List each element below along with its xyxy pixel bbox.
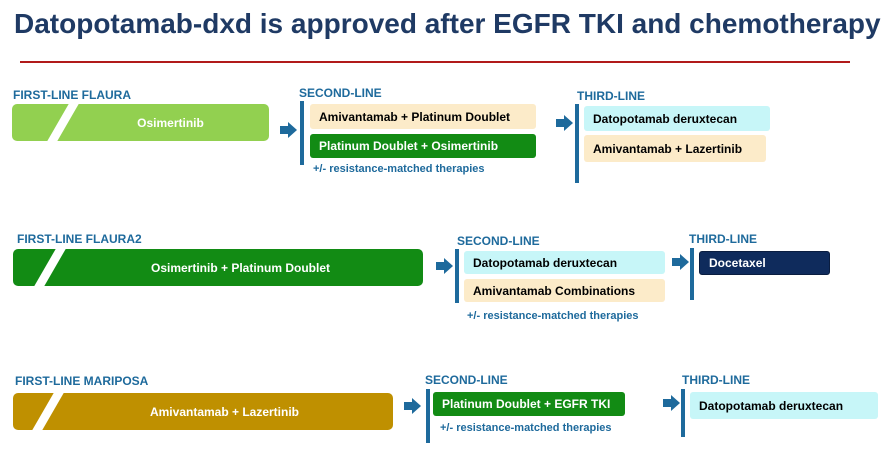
mariposa-second-line-note: +/- resistance-matched therapies	[440, 422, 612, 434]
page-title: Datopotamab-dxd is approved after EGFR T…	[14, 8, 881, 39]
flaura-third-option-2: Amivantamab + Lazertinib	[584, 135, 766, 162]
flaura-third-line-label: THIRD-LINE	[577, 89, 645, 103]
flaura2-second-line-note: +/- resistance-matched therapies	[467, 310, 639, 322]
mariposa-third-line-label: THIRD-LINE	[682, 373, 750, 387]
mariposa-second-line-bar	[426, 389, 430, 443]
flaura2-third-line-label: THIRD-LINE	[689, 232, 757, 246]
flaura-second-line-note: +/- resistance-matched therapies	[313, 163, 485, 175]
flaura2-second-line-bar	[455, 249, 459, 303]
flaura-first-line-box: Osimertinib	[12, 104, 269, 141]
flaura-third-option-1: Datopotamab deruxtecan	[584, 106, 770, 131]
arrow-right-icon	[404, 398, 421, 414]
flaura2-second-option-2: Amivantamab Combinations	[464, 279, 665, 302]
mariposa-third-line-bar	[681, 389, 685, 437]
flaura-second-line-label: SECOND-LINE	[299, 86, 382, 100]
flaura2-second-line-label: SECOND-LINE	[457, 234, 540, 248]
flaura2-first-line-therapy: Osimertinib + Platinum Doublet	[150, 260, 331, 275]
mariposa-first-line-therapy: Amivantamab + Lazertinib	[149, 404, 300, 419]
title-divider	[20, 61, 850, 63]
flaura-second-line-bar	[300, 101, 304, 165]
mariposa-second-line-label: SECOND-LINE	[425, 373, 508, 387]
flaura2-first-line-box: Osimertinib + Platinum Doublet	[13, 249, 423, 286]
mariposa-first-line-label: FIRST-LINE MARIPOSA	[15, 374, 149, 388]
arrow-right-icon	[436, 258, 453, 274]
flaura2-second-option-1: Datopotamab deruxtecan	[464, 251, 665, 274]
arrow-right-icon	[663, 395, 680, 411]
mariposa-first-line-box: Amivantamab + Lazertinib	[13, 393, 393, 430]
mariposa-third-option-1: Datopotamab deruxtecan	[690, 392, 878, 419]
arrow-right-icon	[672, 254, 689, 270]
flaura-third-line-bar	[575, 104, 579, 183]
flaura-first-line-label: FIRST-LINE FLAURA	[13, 88, 131, 102]
flaura-second-option-2: Platinum Doublet + Osimertinib	[310, 134, 536, 158]
arrow-right-icon	[280, 122, 297, 138]
flaura2-third-line-bar	[690, 248, 694, 300]
arrow-right-icon	[556, 115, 573, 131]
flaura2-third-option-1: Docetaxel	[699, 251, 830, 275]
flaura-second-option-1: Amivantamab + Platinum Doublet	[310, 104, 536, 129]
flaura2-first-line-label: FIRST-LINE FLAURA2	[17, 232, 142, 246]
mariposa-second-option-1: Platinum Doublet + EGFR TKI	[433, 392, 625, 416]
flaura-first-line-therapy: Osimertinib	[137, 115, 204, 130]
